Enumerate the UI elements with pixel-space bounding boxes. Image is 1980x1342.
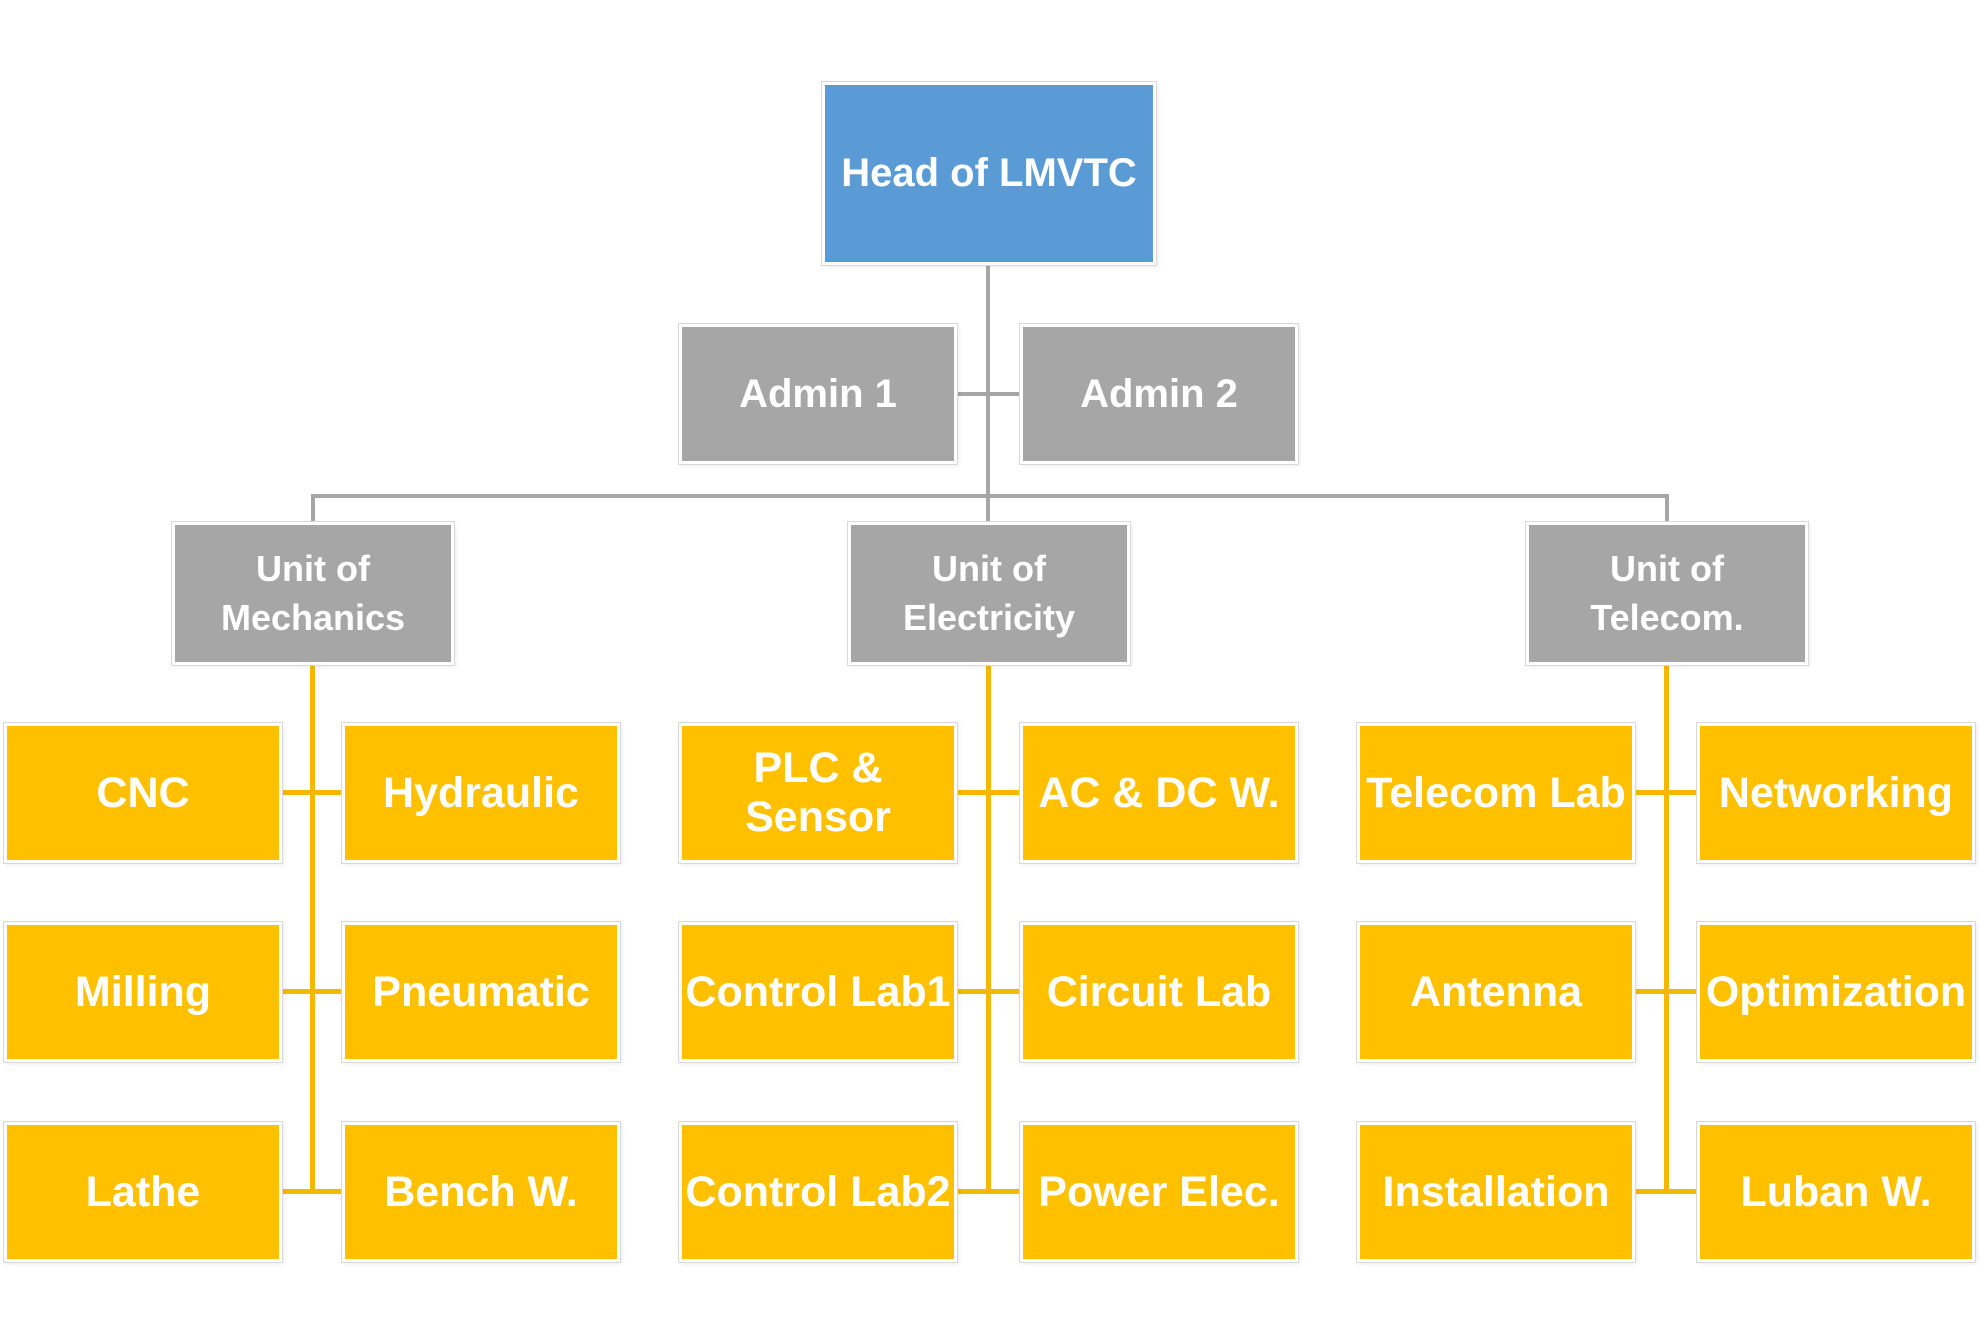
node-pneumatic: Pneumatic bbox=[342, 922, 620, 1062]
connector-tick-electricity-row3 bbox=[955, 1189, 1022, 1194]
node-admin-2: Admin 2 bbox=[1020, 324, 1298, 464]
node-antenna: Antenna bbox=[1357, 922, 1635, 1062]
node-installation: Installation bbox=[1357, 1122, 1635, 1262]
node-luban-w: Luban W. bbox=[1697, 1122, 1975, 1262]
node-circuit-lab: Circuit Lab bbox=[1020, 922, 1298, 1062]
connector-tick-telecom-row2 bbox=[1633, 989, 1699, 994]
connector-tick-electricity-row1 bbox=[955, 790, 1022, 795]
node-ac-dc-w: AC & DC W. bbox=[1020, 723, 1298, 863]
node-power-elec: Power Elec. bbox=[1020, 1122, 1298, 1262]
connector-admins-tick bbox=[955, 392, 1022, 396]
node-milling: Milling bbox=[4, 922, 282, 1062]
node-unit-mechanics: Unit of Mechanics bbox=[172, 522, 454, 665]
node-networking: Networking bbox=[1697, 723, 1975, 863]
connector-units-span bbox=[311, 494, 1669, 498]
node-control-lab2: Control Lab2 bbox=[679, 1122, 957, 1262]
connector-trunk-telecom bbox=[1664, 664, 1669, 1194]
connector-tick-mechanics-row1 bbox=[280, 790, 344, 795]
connector-tick-telecom-row1 bbox=[1633, 790, 1699, 795]
node-bench-w: Bench W. bbox=[342, 1122, 620, 1262]
connector-tick-mechanics-row2 bbox=[280, 989, 344, 994]
connector-tick-telecom-row3 bbox=[1633, 1189, 1699, 1194]
node-control-lab1: Control Lab1 bbox=[679, 922, 957, 1062]
connector-span-corner-left bbox=[311, 494, 315, 524]
node-admin-1: Admin 1 bbox=[679, 324, 957, 464]
node-hydraulic: Hydraulic bbox=[342, 723, 620, 863]
connector-tick-electricity-row2 bbox=[955, 989, 1022, 994]
node-telecom-lab: Telecom Lab bbox=[1357, 723, 1635, 863]
connector-tick-mechanics-row3 bbox=[280, 1189, 344, 1194]
connector-trunk-electricity bbox=[986, 664, 991, 1194]
node-cnc: CNC bbox=[4, 723, 282, 863]
connector-span-corner-right bbox=[1665, 494, 1669, 524]
connector-trunk-mechanics bbox=[310, 664, 315, 1194]
node-lathe: Lathe bbox=[4, 1122, 282, 1262]
node-head-of-lmvtc: Head of LMVTC bbox=[822, 82, 1156, 265]
node-plc-sensor: PLC & Sensor bbox=[679, 723, 957, 863]
node-optimization: Optimization bbox=[1697, 922, 1975, 1062]
node-unit-telecom: Unit of Telecom. bbox=[1526, 522, 1808, 665]
node-unit-electricity: Unit of Electricity bbox=[848, 522, 1130, 665]
